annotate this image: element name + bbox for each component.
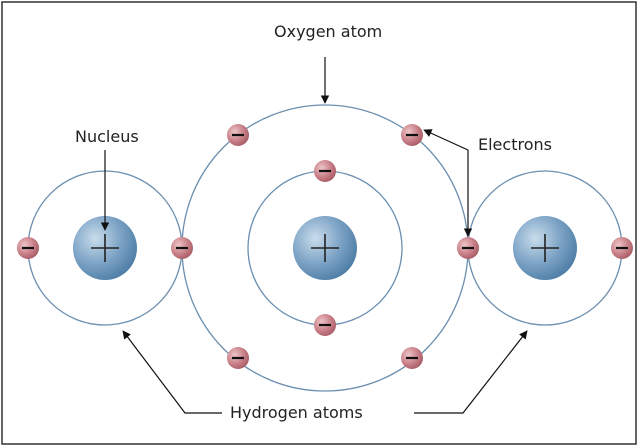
electron [401,124,423,146]
electron [611,237,633,259]
hydrogen-atoms-label: Hydrogen atoms [226,405,367,421]
leader-lines [100,57,528,414]
right-hydrogen-nucleus [513,216,577,280]
oxygen-nucleus [293,216,357,280]
electron [227,347,249,369]
left-hydrogen-nucleus [73,216,137,280]
nuclei [73,216,577,280]
hydrogen-leader-left [122,330,222,414]
electron [314,314,336,336]
electron [227,124,249,146]
nucleus-label: Nucleus [75,127,139,146]
electrons [17,124,633,369]
oxygen-atom-label: Oxygen atom [274,22,383,41]
electron [401,347,423,369]
electron [457,237,479,259]
hydrogen-leader-right [414,330,528,414]
electron [17,237,39,259]
electron [314,160,336,182]
electrons-leader-upper [423,129,469,151]
electrons-label: Electrons [478,135,552,154]
electron [171,237,193,259]
